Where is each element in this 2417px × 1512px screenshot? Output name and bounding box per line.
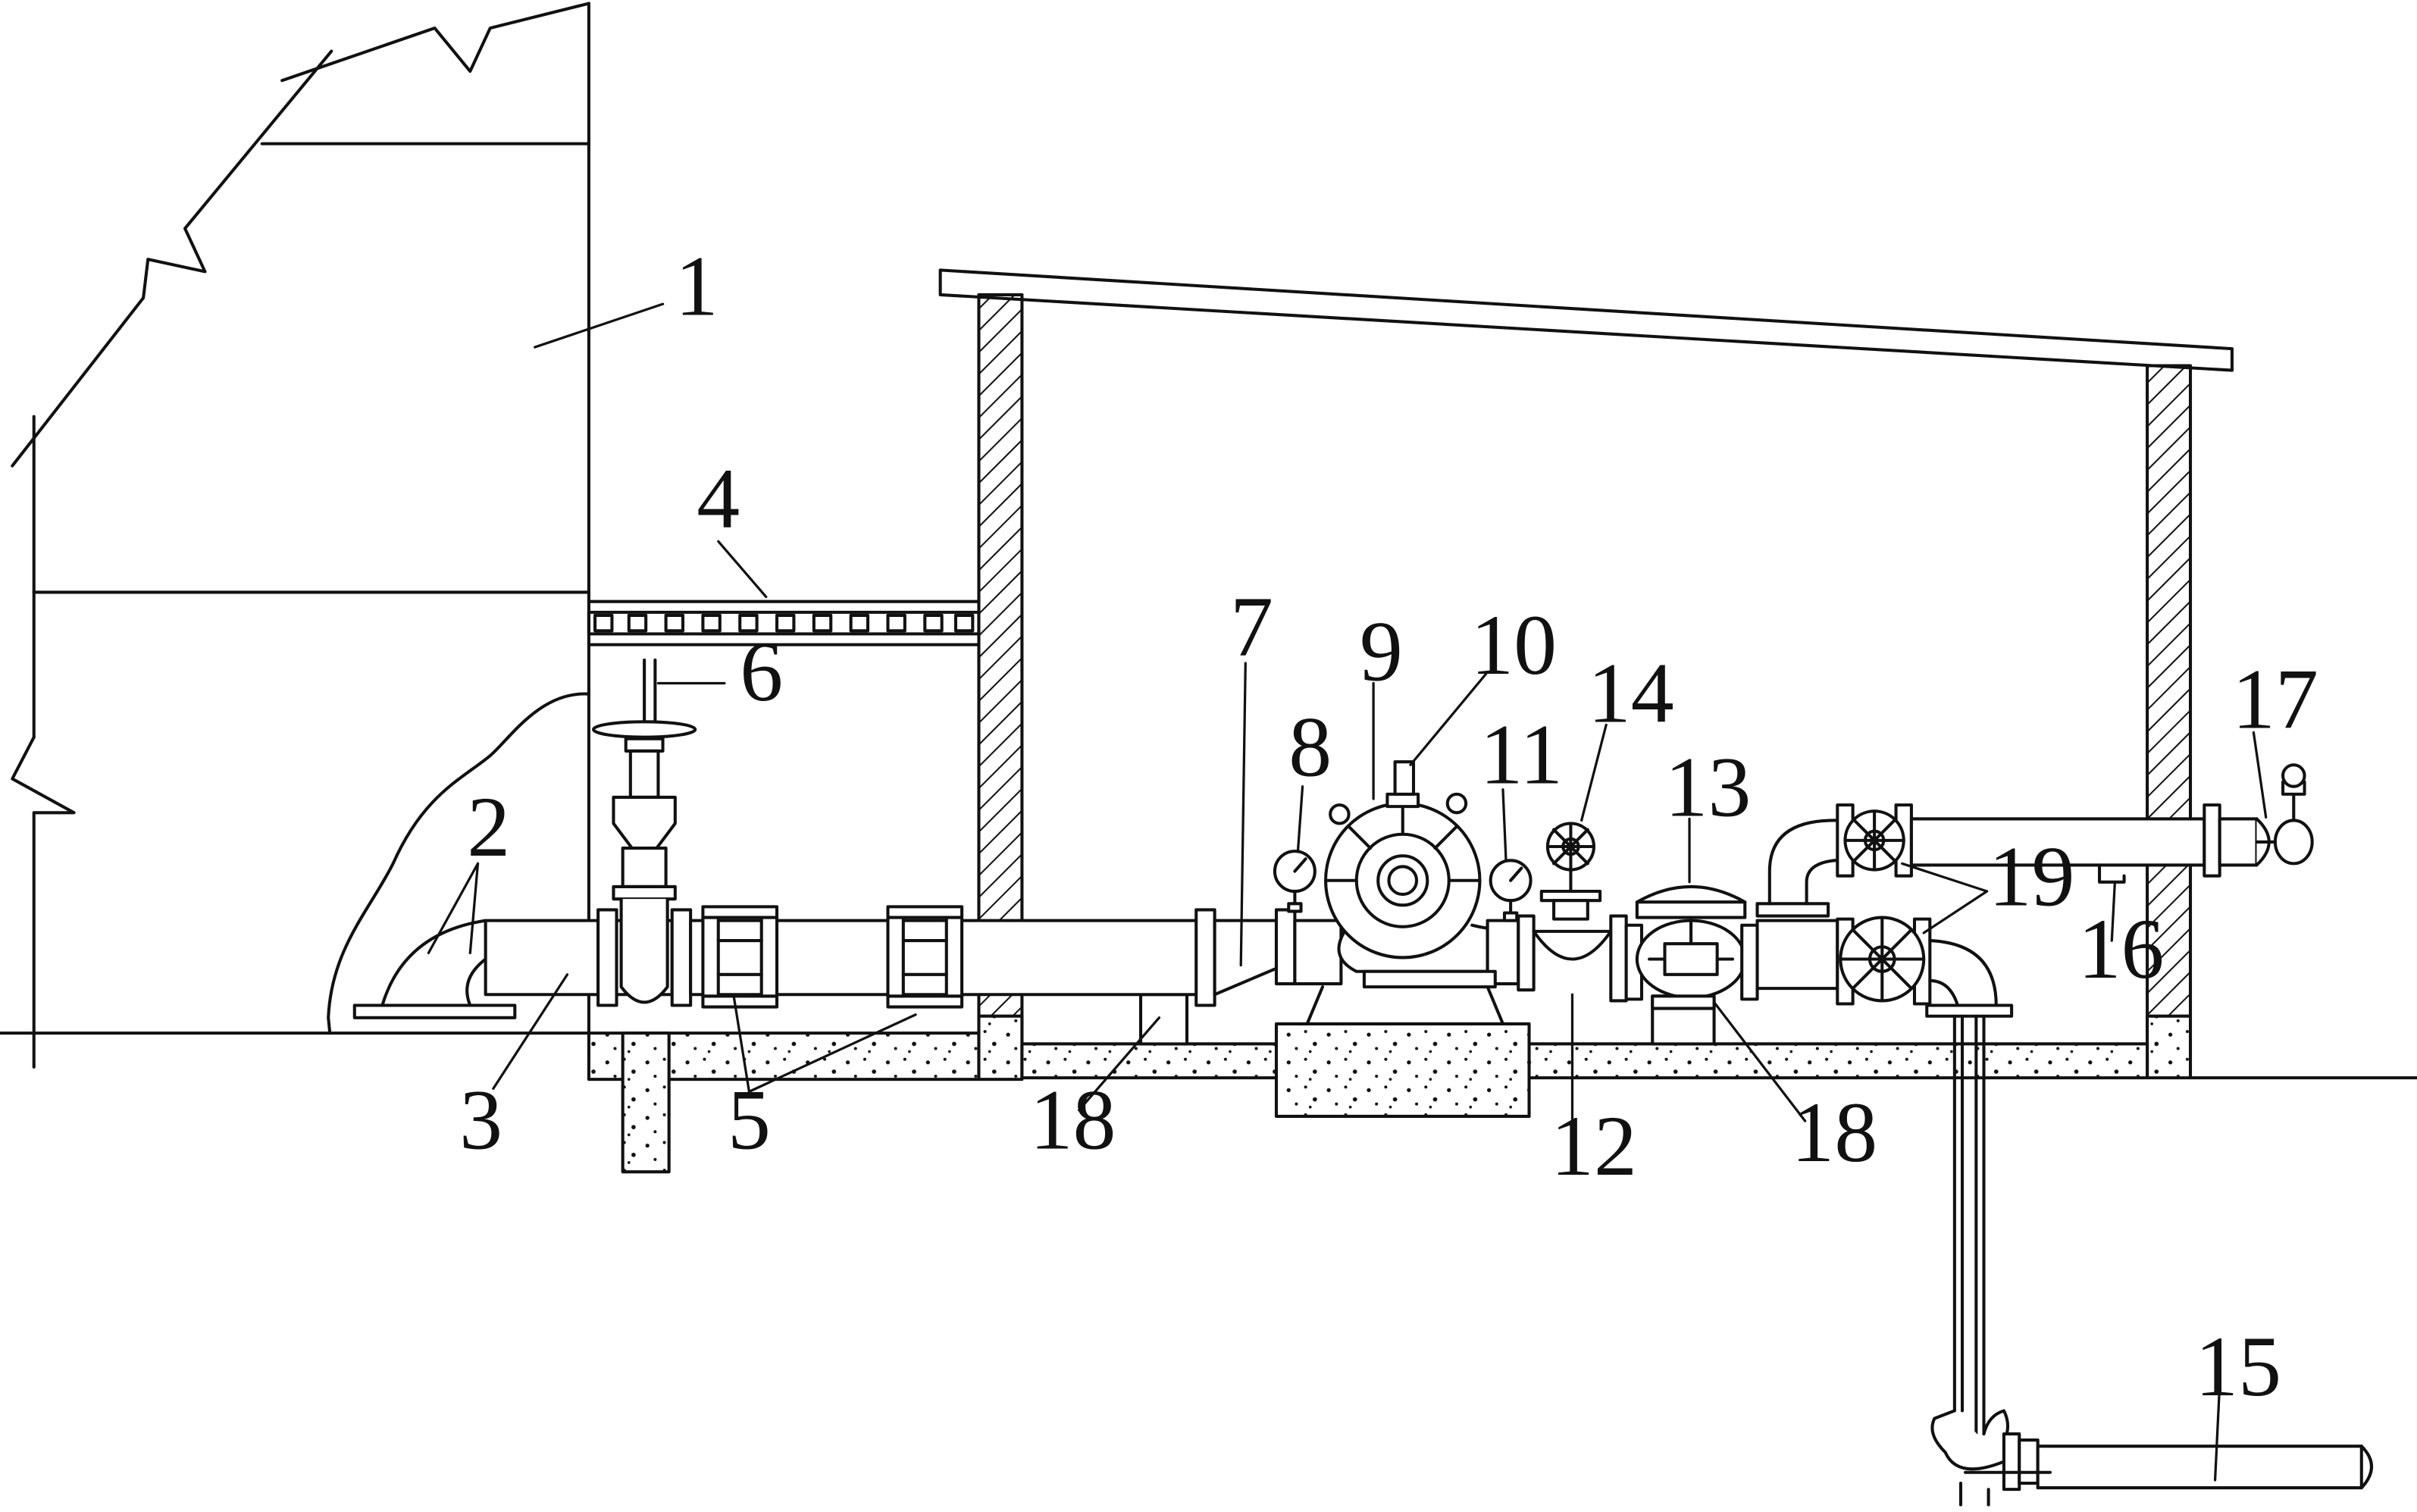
- label-19: 19: [1989, 828, 2075, 924]
- handwheel-valve-lower: [1839, 916, 1926, 1003]
- small-valve: [1539, 822, 1602, 921]
- label-2: 2: [467, 779, 510, 875]
- label-18-right: 18: [1791, 1085, 1877, 1180]
- label-8: 8: [1288, 699, 1332, 794]
- label-11: 11: [1479, 707, 1563, 803]
- label-7: 7: [1230, 579, 1273, 675]
- label-13: 13: [1665, 739, 1752, 834]
- eccentric-reducer: [1194, 908, 1297, 1007]
- trash-rack-grating: [587, 599, 981, 646]
- label-18-left: 18: [1030, 1072, 1116, 1168]
- label-5: 5: [728, 1072, 771, 1168]
- reservoir: [0, 2, 590, 1069]
- gate-valve: [591, 658, 697, 1004]
- intake-bellmouth: [352, 919, 517, 1019]
- handwheel-valve-upper: [1843, 809, 1905, 872]
- label-9: 9: [1360, 603, 1403, 699]
- label-10: 10: [1470, 597, 1557, 693]
- label-4: 4: [697, 451, 740, 546]
- label-6: 6: [740, 624, 783, 719]
- flange-coupling-1: [701, 905, 779, 1009]
- pipe-support: [2098, 863, 2126, 884]
- discharge-reducer: [1517, 914, 1628, 1003]
- pump-vent: [1393, 760, 1416, 796]
- label-17: 17: [2232, 651, 2318, 747]
- suction-pipe: [484, 908, 1216, 1007]
- label-15: 15: [2195, 1319, 2281, 1414]
- callout-labels: 1 2 3 4 5 6 7 8 9 10 11 12 13 14 15 16 1…: [459, 238, 2318, 1414]
- outlet-pipe: [1925, 1003, 2373, 1507]
- check-valve: [1624, 884, 1759, 1010]
- outlet-valve: [2255, 763, 2314, 866]
- label-14: 14: [1588, 645, 1674, 740]
- pressure-gauge: [1489, 859, 1533, 922]
- foundation: [587, 993, 2149, 1174]
- label-1: 1: [675, 238, 719, 333]
- label-3: 3: [459, 1072, 502, 1168]
- pump: [1293, 792, 1520, 1025]
- leader-lines: [427, 302, 2268, 1482]
- flange-coupling-2: [886, 905, 964, 1009]
- vacuum-gauge: [1273, 850, 1317, 913]
- label-16: 16: [2078, 901, 2165, 997]
- label-12: 12: [1551, 1098, 1637, 1194]
- pump-house: [938, 268, 2417, 1080]
